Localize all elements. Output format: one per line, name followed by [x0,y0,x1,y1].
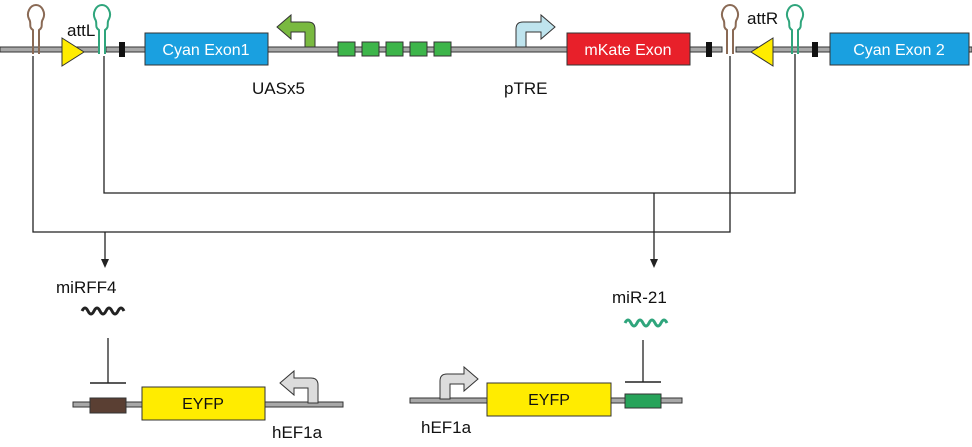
mir21-target-site [624,393,662,409]
attr-label: attR [747,9,778,28]
ptre-label: pTRE [504,79,547,98]
green-hairpin-connector [103,54,796,194]
uas-promoter-arrow-icon [276,13,316,48]
cyan-exon2-box [829,32,970,66]
mir21-wave-icon [623,318,669,328]
top-construct: attL Cyan Exon1 UASx5 pTRE mKate Exon at… [0,4,972,98]
hef1a-promoter-arrow-icon [439,365,479,400]
eyfp-label: EYFP [528,392,570,409]
brown-hairpin-connector [32,56,731,233]
eyfp-label: EYFP [182,396,224,413]
ptre-promoter-arrow-icon [515,13,556,48]
splice-site-marker [812,42,818,57]
eyfp-box [486,382,612,417]
uas-label: UASx5 [252,79,305,98]
hef1a-promoter-arrow-icon [279,369,319,404]
hef1a-label: hEF1a [421,418,472,437]
hef1a-label: hEF1a [272,423,323,442]
right-sensor: miR-21 EYFP hEF1a [409,288,683,437]
uas-binding-site [385,41,404,57]
cyan-exon1-box [144,32,269,66]
cyan-exon1-label: Cyan Exon1 [162,42,249,59]
eyfp-box [141,386,266,421]
cyan-exon2-label: Cyan Exon 2 [853,42,945,59]
uas-binding-site [409,41,428,57]
dna-backbone-segment [0,46,100,53]
mir21-label: miR-21 [612,288,667,307]
mkate-exon-box [566,32,691,66]
uas-binding-site [361,41,380,57]
mirff4-target-site [89,397,127,414]
attl-site-icon [61,37,85,67]
splice-site-marker [706,42,712,57]
splice-site-marker [119,42,125,57]
attr-site-icon [750,37,774,67]
mirff4-label: miRFF4 [56,278,116,297]
connector-wires [32,54,796,268]
mkate-exon-label: mKate Exon [584,42,671,59]
uas-binding-site [433,41,452,57]
left-sensor: miRFF4 EYFP hEF1a [56,278,344,442]
mirff4-wave-icon [80,306,126,316]
uas-binding-site [337,41,356,57]
attl-label: attL [67,21,95,40]
arrowhead-icon [650,259,658,268]
arrowhead-icon [101,259,109,268]
